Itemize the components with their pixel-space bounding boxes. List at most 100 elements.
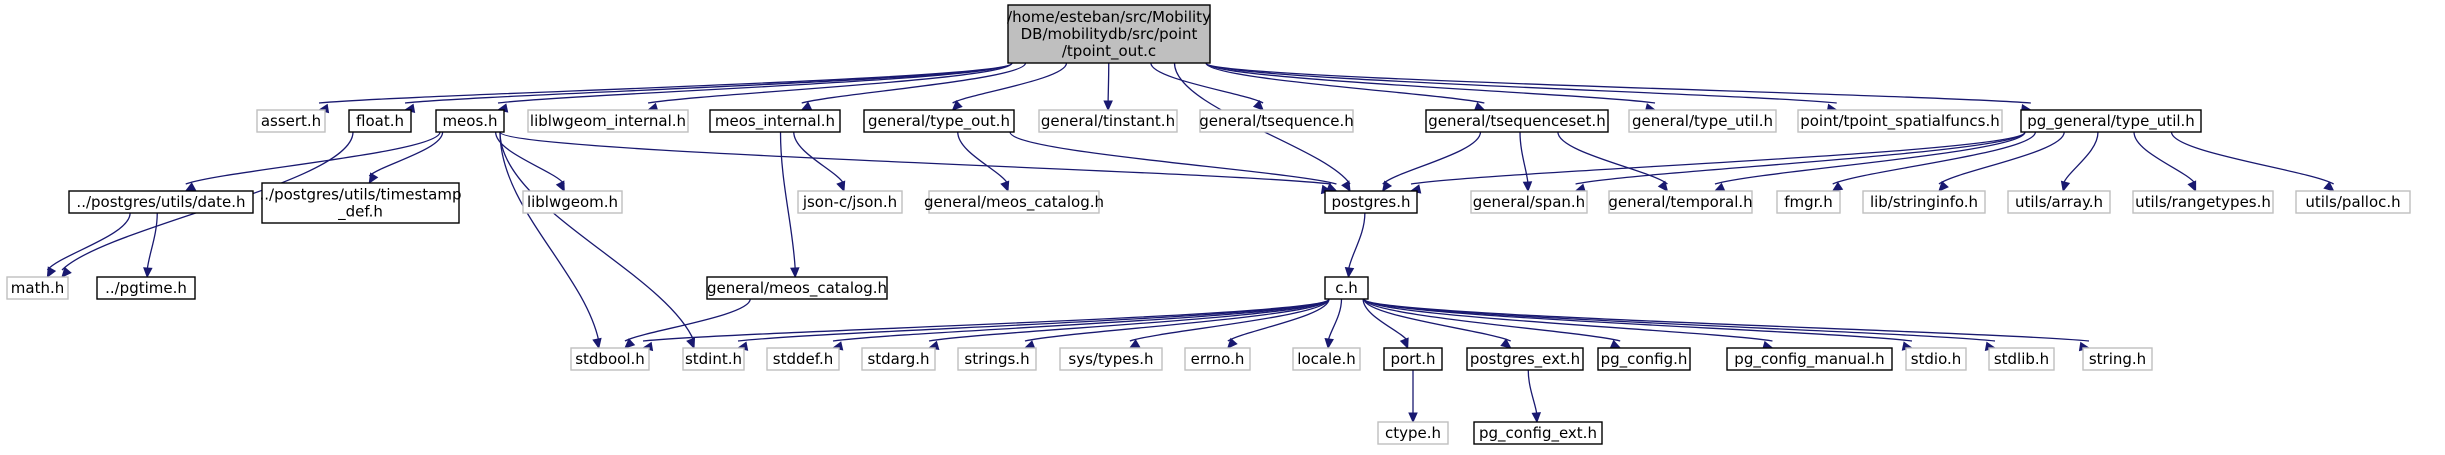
- node-box: [1038, 109, 1178, 133]
- edge-arrowhead: [1408, 412, 1418, 424]
- node-label: lib/stringinfo.h: [1870, 193, 1978, 211]
- node-box: [1007, 4, 1211, 64]
- edge-arrowhead: [592, 337, 602, 350]
- node-label: postgres_ext.h: [1470, 350, 1580, 369]
- node-label: /home/esteban/src/Mobility: [1007, 8, 1211, 26]
- edge-arrowhead: [2323, 181, 2335, 192]
- edge-date-to-math: [46, 212, 131, 271]
- node-date[interactable]: ../postgres/utils/date.h: [68, 190, 254, 214]
- edge-root-to-tinstant: [1107, 62, 1110, 104]
- node-label: ../postgres/utils/timestamp: [260, 186, 462, 204]
- edge-pg-type-util-to-fmgr: [1832, 131, 2037, 185]
- node-box: [1797, 109, 2003, 133]
- edge-meos-internal-to-json: [793, 131, 845, 185]
- edge-root-to-meos: [497, 62, 1013, 104]
- node-stddef[interactable]: stddef.h: [766, 347, 840, 371]
- node-type-out[interactable]: general/type_out.h: [863, 109, 1015, 133]
- edge-c-to-pg-config: [1363, 298, 1621, 342]
- node-stdint[interactable]: stdint.h: [682, 347, 745, 371]
- node-fmgr[interactable]: fmgr.h: [1776, 190, 1841, 214]
- edge-date-to-pgtime: [146, 212, 158, 271]
- node-pg-config-ext[interactable]: pg_config_ext.h: [1473, 421, 1603, 445]
- node-postgres-ext[interactable]: postgres_ext.h: [1466, 347, 1584, 371]
- edge-root-to-tsequence: [1150, 62, 1264, 104]
- node-label: ../postgres/utils/date.h: [76, 193, 245, 211]
- edge-arrowhead: [836, 180, 846, 193]
- edge-root-to-gen-type-util: [1205, 62, 1656, 104]
- node-float[interactable]: float.h: [348, 109, 412, 133]
- node-postgres[interactable]: postgres.h: [1324, 190, 1418, 214]
- node-math[interactable]: math.h: [6, 276, 69, 300]
- edge-c-to-stdarg: [928, 298, 1330, 342]
- node-string[interactable]: string.h: [2082, 347, 2153, 371]
- node-box: [797, 190, 903, 214]
- node-array[interactable]: utils/array.h: [2007, 190, 2111, 214]
- edge-arrowhead: [951, 99, 963, 111]
- node-label: ctype.h: [1385, 424, 1441, 442]
- node-stdlib[interactable]: stdlib.h: [1988, 347, 2055, 371]
- node-box: [96, 276, 196, 300]
- node-pg-config-manual[interactable]: pg_config_manual.h: [1726, 347, 1893, 371]
- node-meos-catalog-top[interactable]: general/meos_catalog.h: [924, 190, 1104, 214]
- node-assert[interactable]: assert.h: [256, 109, 326, 133]
- edge-arrowhead: [61, 266, 72, 278]
- node-label: strings.h: [964, 350, 1029, 368]
- node-temporal[interactable]: general/temporal.h: [1608, 190, 1753, 214]
- node-box: [682, 347, 745, 371]
- edge-pg-type-util-to-temporal: [1714, 131, 2026, 185]
- node-tsequence[interactable]: general/tsequence.h: [1199, 109, 1354, 133]
- node-label: liblwgeom.h: [527, 193, 618, 211]
- node-box: [863, 109, 1015, 133]
- node-rangetypes[interactable]: utils/rangetypes.h: [2132, 190, 2274, 214]
- node-palloc[interactable]: utils/palloc.h: [2295, 190, 2411, 214]
- node-errno[interactable]: errno.h: [1184, 347, 1251, 371]
- node-box: [2082, 347, 2153, 371]
- node-meos[interactable]: meos.h: [435, 109, 505, 133]
- edge-arrowhead: [555, 180, 565, 193]
- node-liblwgeom-internal[interactable]: liblwgeom_internal.h: [527, 109, 689, 133]
- node-gen-type-util[interactable]: general/type_util.h: [1628, 109, 1777, 133]
- node-pg-type-util[interactable]: pg_general/type_util.h: [2020, 109, 2202, 133]
- edge-c-to-stdint: [737, 298, 1330, 342]
- node-liblwgeom[interactable]: liblwgeom.h: [522, 190, 623, 214]
- node-timestamp-def[interactable]: ../postgres/utils/timestamp_def.h: [260, 182, 462, 224]
- edge-root-to-liblwgeom-internal: [647, 62, 1013, 104]
- node-meos-internal[interactable]: meos_internal.h: [709, 109, 841, 133]
- node-tsequenceset[interactable]: general/tsequenceset.h: [1425, 109, 1609, 133]
- node-port[interactable]: port.h: [1383, 347, 1443, 371]
- node-pgtime[interactable]: ../pgtime.h: [96, 276, 196, 300]
- node-c[interactable]: c.h: [1324, 276, 1369, 300]
- node-sys-types[interactable]: sys/types.h: [1059, 347, 1163, 371]
- node-label: stdio.h: [1911, 350, 1962, 368]
- edge-root-to-tpoint-spatialfuncs: [1205, 62, 1837, 104]
- edge-c-to-sys-types: [1129, 298, 1330, 342]
- node-stringinfo[interactable]: lib/stringinfo.h: [1862, 190, 1986, 214]
- node-locale[interactable]: locale.h: [1292, 347, 1361, 371]
- node-strings[interactable]: strings.h: [957, 347, 1037, 371]
- node-box: [527, 109, 689, 133]
- edge-root-to-tsequenceset: [1205, 62, 1485, 104]
- edges-layer: [46, 62, 2335, 424]
- node-json[interactable]: json-c/json.h: [797, 190, 903, 214]
- node-root[interactable]: /home/esteban/src/MobilityDB/mobilitydb/…: [1007, 4, 1211, 64]
- node-label: assert.h: [261, 112, 321, 130]
- node-box: [1726, 347, 1893, 371]
- node-tinstant[interactable]: general/tinstant.h: [1038, 109, 1178, 133]
- node-label: pg_config.h: [1601, 350, 1688, 369]
- node-ctype[interactable]: ctype.h: [1377, 421, 1449, 445]
- node-box: [1324, 276, 1369, 300]
- edge-arrowhead: [1227, 337, 1238, 349]
- node-meos-catalog-mid[interactable]: general/meos_catalog.h: [706, 276, 888, 300]
- node-stdio[interactable]: stdio.h: [1905, 347, 1967, 371]
- node-label: general/tsequenceset.h: [1428, 112, 1605, 130]
- node-label: DB/mobilitydb/src/point: [1021, 25, 1198, 43]
- node-stdarg[interactable]: stdarg.h: [861, 347, 936, 371]
- node-span[interactable]: general/span.h: [1470, 190, 1588, 214]
- edge-pg-type-util-to-array: [2062, 131, 2099, 185]
- edge-arrowhead: [1938, 180, 1949, 192]
- edge-arrowhead: [1252, 99, 1264, 111]
- node-pg-config[interactable]: pg_config.h: [1597, 347, 1691, 371]
- node-tpoint-spatialfuncs[interactable]: point/tpoint_spatialfuncs.h: [1797, 109, 2003, 133]
- node-stdbool[interactable]: stdbool.h: [570, 347, 650, 371]
- edge-arrowhead: [368, 172, 379, 185]
